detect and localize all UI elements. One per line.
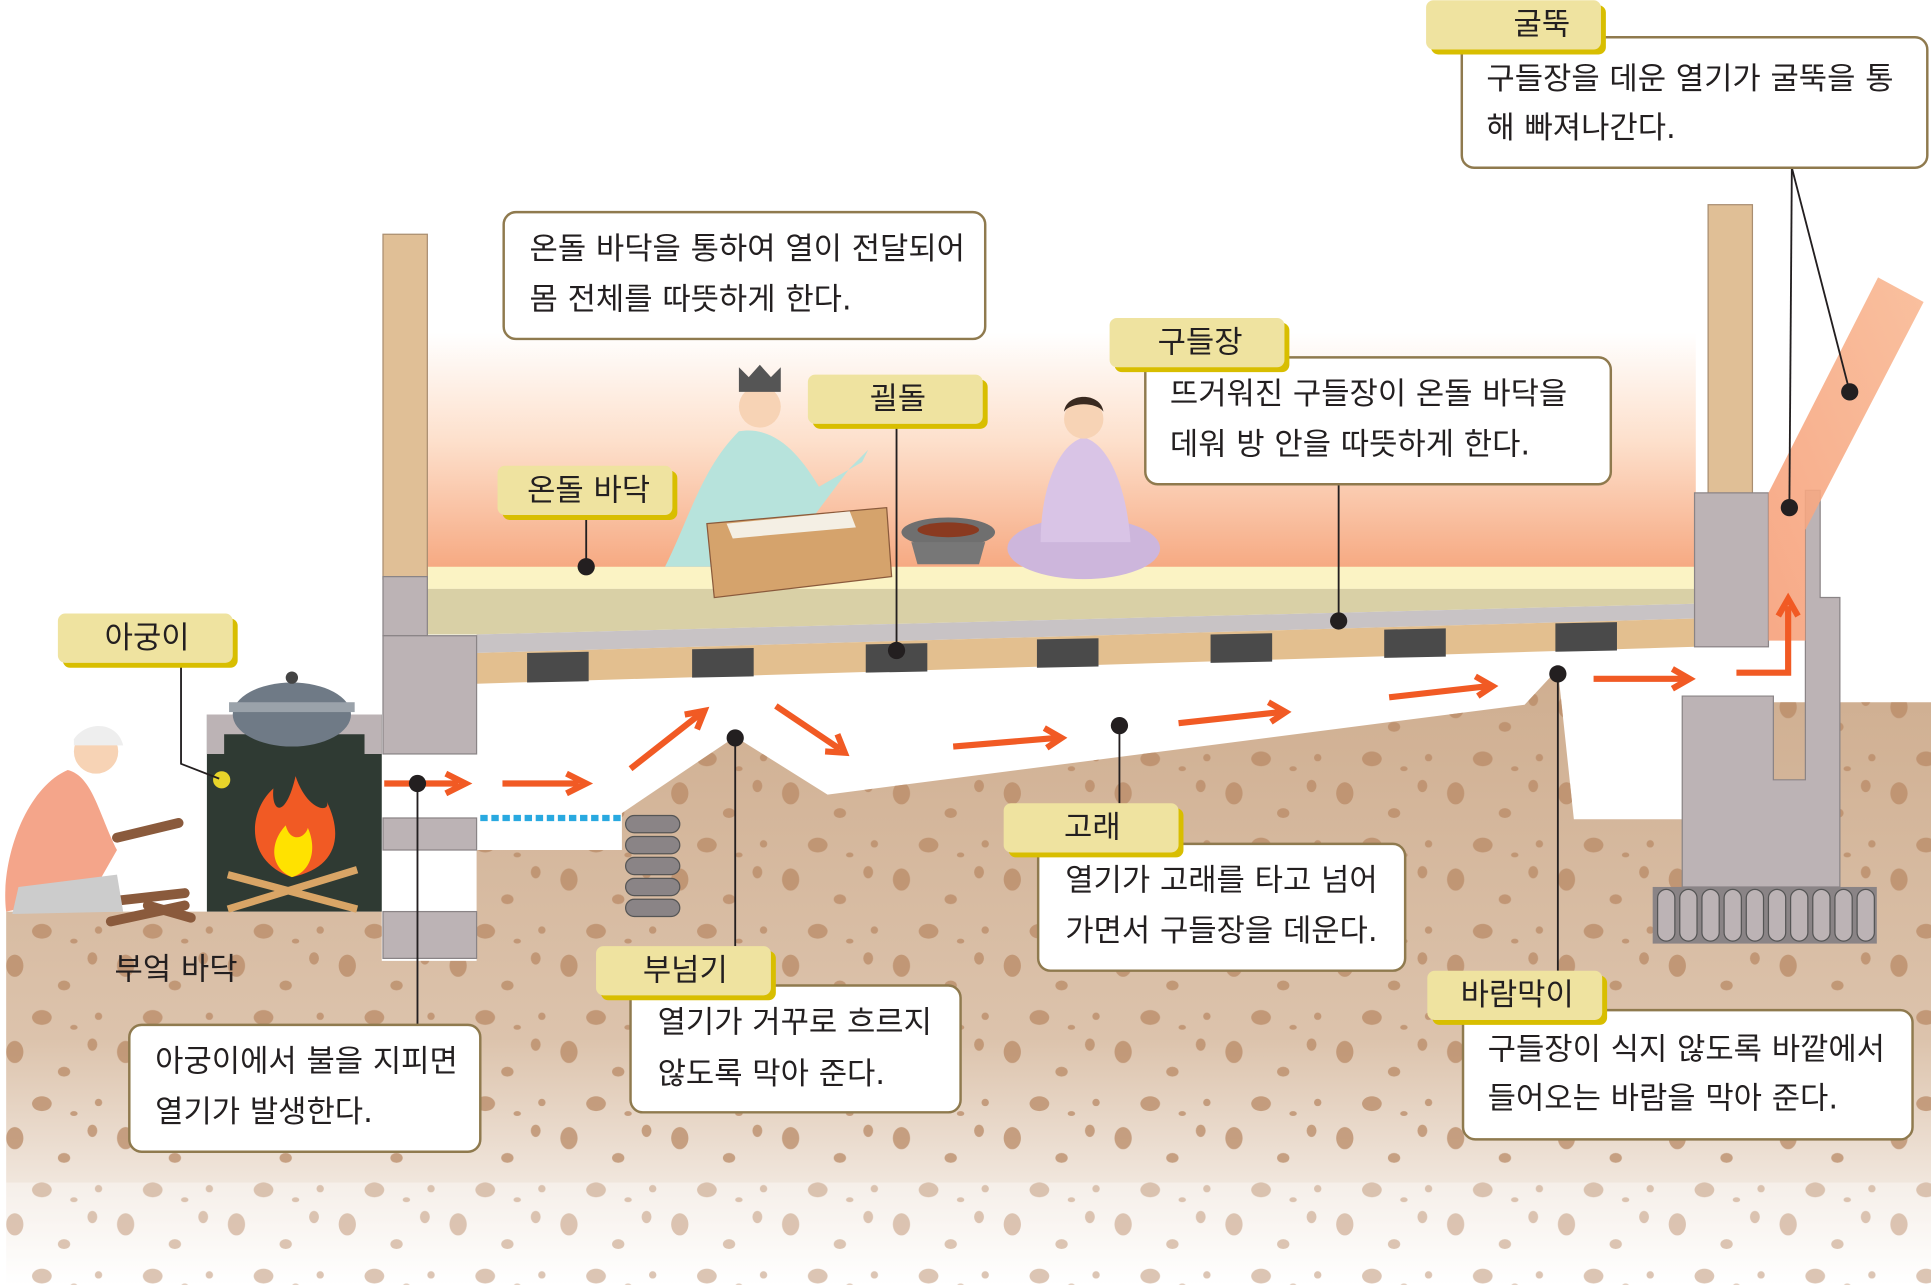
buneomgi-stones: [624, 814, 681, 918]
ondol-floor-structure: [427, 566, 1696, 684]
callout-agungi: 아궁이 아궁이에서 불을 지피면 열기가 발생한다.: [57, 613, 482, 1153]
ground: [0, 668, 1931, 1285]
gorae-desc-line1: 열기가 고래를 타고 넘어: [1065, 863, 1377, 899]
buneomgi-desc-line1: 열기가 거꾸로 흐르지: [658, 1004, 932, 1040]
left-stone-wall: [382, 575, 478, 959]
right-wall-pillar: [1707, 204, 1754, 496]
label-barammagi: 바람막이: [1461, 977, 1574, 1013]
agungi-desc-line2: 열기가 발생한다.: [155, 1094, 373, 1130]
left-wall-pillar: [382, 233, 428, 580]
tag-ondol-floor: 온돌 바닥: [497, 465, 678, 520]
label-gudeuljang: 구들장: [1158, 324, 1243, 360]
gorae-desc-line2: 가면서 구들장을 데운다.: [1065, 913, 1377, 949]
brazier: [901, 517, 996, 565]
barammagi-desc-line2: 들어오는 바람을 막아 준다.: [1488, 1081, 1838, 1117]
callout-gudeuljang: 구들장 뜨거워진 구들장이 온돌 바닥을 데워 방 안을 따뜻하게 한다.: [1109, 317, 1613, 486]
furnace-agungi: [206, 671, 382, 913]
woman-figure: [1007, 396, 1161, 580]
label-chimney: 굴뚝: [1514, 7, 1571, 43]
man-figure: [5, 726, 184, 915]
callout-floor-desc: 온돌 바닥을 통하여 열이 전달되어 몸 전체를 따뜻하게 한다.: [502, 210, 987, 341]
callout-barammagi: 바람막이 구들장이 식지 않도록 바깥에서 들어오는 바람을 막아 준다.: [1427, 970, 1914, 1141]
label-gorae: 고래: [1064, 810, 1121, 846]
barammagi-desc-line1: 구들장이 식지 않도록 바깥에서: [1488, 1031, 1885, 1067]
buneomgi-desc-line2: 않도록 막아 준다.: [658, 1056, 885, 1092]
label-buneomgi: 부넘기: [643, 953, 728, 989]
tag-goeldol: 괼돌: [807, 374, 988, 429]
wind-barrier: [1652, 886, 1877, 944]
label-agungi: 아궁이: [105, 620, 190, 656]
label-kitchen-floor: 부엌 바닥: [115, 951, 238, 987]
chimney-desc-line2: 해 빠져나간다.: [1486, 110, 1675, 146]
floor-desc-line1: 온돌 바닥을 통하여 열이 전달되어: [530, 231, 965, 267]
scholar-figure: [665, 364, 893, 599]
leader-lines: [180, 167, 1851, 1025]
heat-flow-arrows: [384, 592, 1801, 797]
agungi-desc-line1: 아궁이에서 불을 지피면: [155, 1044, 458, 1080]
gudeuljang-desc-line1: 뜨거워진 구들장이 온돌 바닥을: [1170, 376, 1567, 412]
leader-dots: [408, 383, 1859, 793]
callout-gorae: 고래 열기가 고래를 타고 넘어 가면서 구들장을 데운다.: [1003, 803, 1407, 972]
callout-buneomgi: 부넘기 열기가 거꾸로 흐르지 않도록 막아 준다.: [596, 946, 962, 1114]
label-goeldol: 괼돌: [869, 381, 926, 417]
gudeuljang-desc-line2: 데워 방 안을 따뜻하게 한다.: [1170, 427, 1530, 463]
chimney-smoke: [1768, 277, 1924, 641]
chimney-desc-line1: 구들장을 데운 열기가 굴뚝을 통: [1486, 61, 1893, 97]
label-ondol-floor: 온돌 바닥: [527, 472, 650, 508]
chimney-structure: [1681, 489, 1841, 888]
floor-desc-line2: 몸 전체를 따뜻하게 한다.: [530, 281, 852, 317]
callout-chimney: 굴뚝 구들장을 데운 열기가 굴뚝을 통 해 빠져나간다.: [1426, 0, 1929, 169]
